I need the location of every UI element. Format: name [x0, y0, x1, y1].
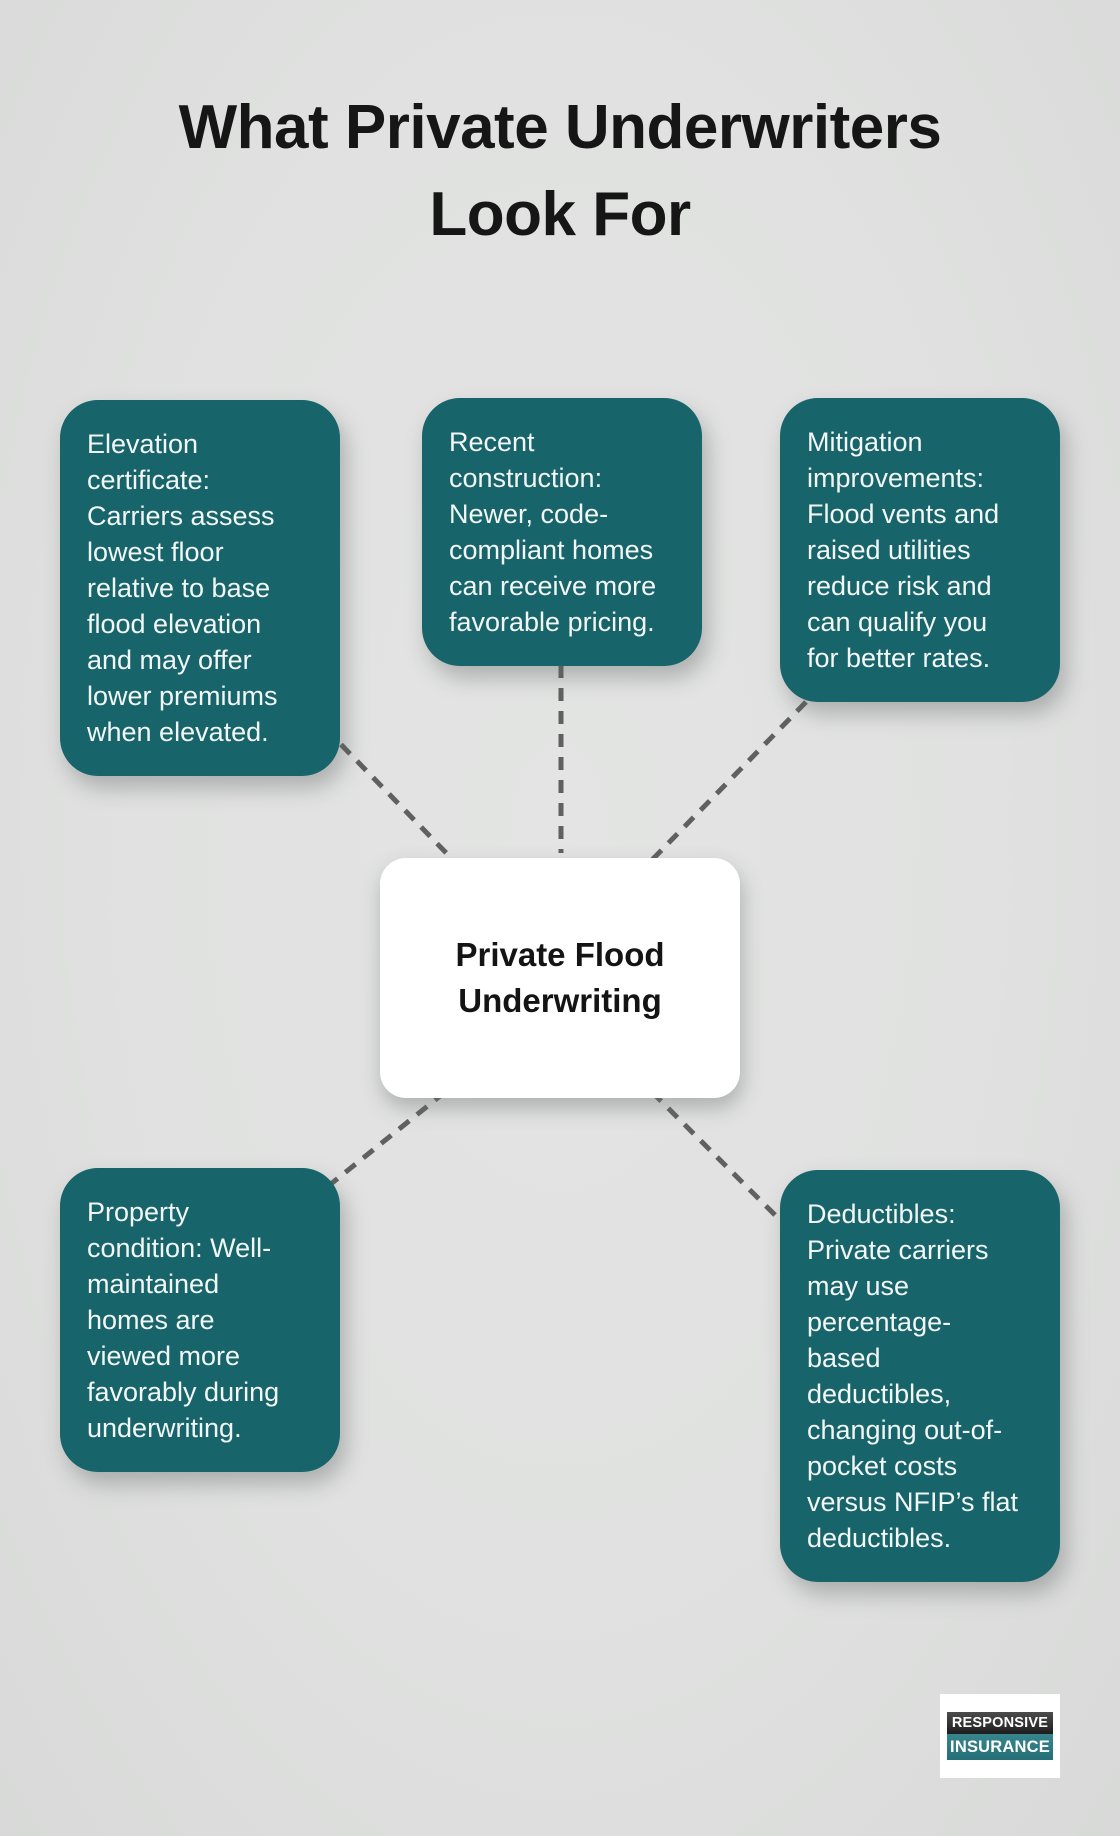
responsive-insurance-logo: RESPONSIVE INSURANCE	[940, 1694, 1060, 1778]
card-mitigation-improvements: Mitigation improvements: Flood vents and…	[780, 398, 1060, 702]
connector-elevation-to-center	[323, 726, 457, 864]
card-property-condition: Property condition: Well- maintained hom…	[60, 1168, 340, 1472]
card-recent-construction: Recent construction: Newer, code- compli…	[422, 398, 702, 666]
center-node: Private Flood Underwriting	[380, 858, 740, 1098]
logo-line-insurance: INSURANCE	[947, 1734, 1053, 1760]
logo-line-responsive: RESPONSIVE	[947, 1712, 1053, 1734]
center-node-label: Private Flood Underwriting	[455, 936, 665, 1019]
card-deductibles: Deductibles: Private carriers may use pe…	[780, 1170, 1060, 1582]
connector-center-to-deductibles	[650, 1090, 794, 1234]
page-title: What Private Underwriters Look For	[178, 93, 942, 249]
connector-center-to-property	[314, 1090, 447, 1198]
connector-mitigation-to-center	[648, 700, 808, 864]
card-elevation-certificate: Elevation certificate: Carriers assess l…	[60, 400, 340, 776]
